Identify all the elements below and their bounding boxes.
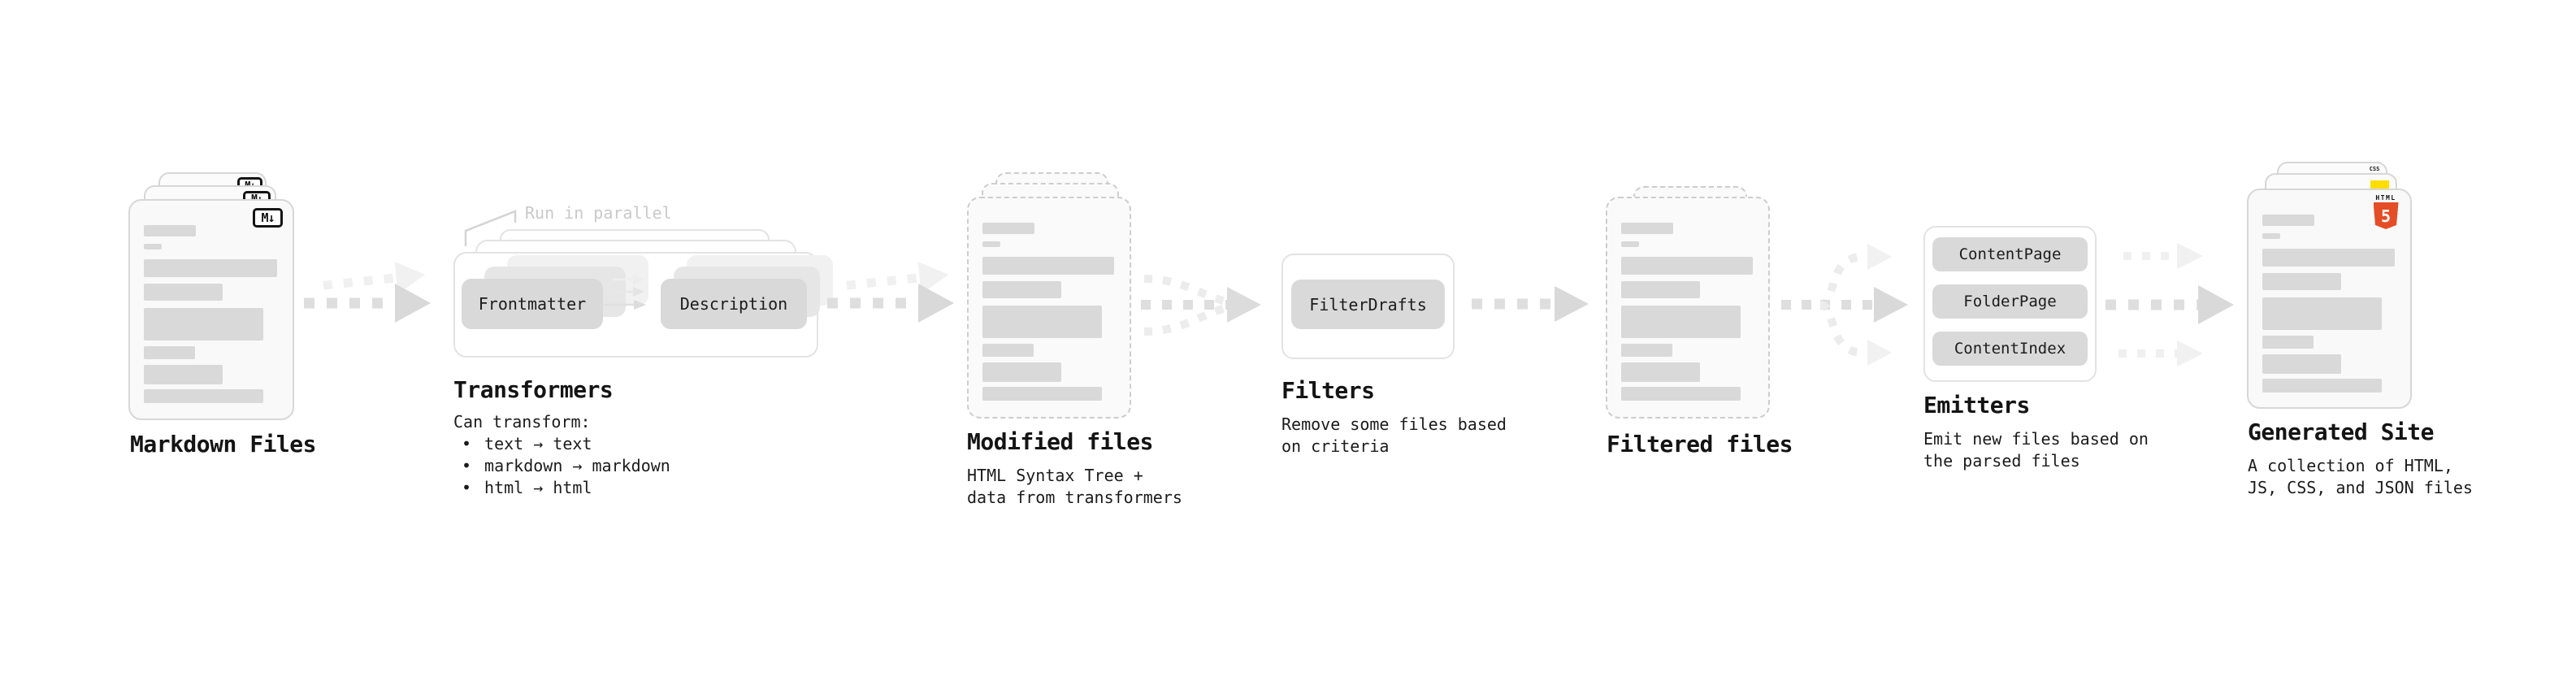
text-bar	[982, 306, 1102, 338]
text-bar	[2262, 379, 2382, 393]
flow-arrow-filtered-to-emitters	[1781, 244, 1908, 366]
stage-label-filters: Filters	[1281, 377, 1375, 404]
annotation-callout-line	[464, 210, 517, 246]
modified-doc-front	[967, 197, 1131, 419]
text-bar	[144, 284, 223, 301]
modified-files-description: HTML Syntax Tree + data from transformer…	[967, 466, 1182, 507]
text-bar	[2262, 297, 2382, 330]
html5-icon: HTML 5	[2370, 195, 2402, 229]
text-bar	[144, 389, 263, 403]
transformer-node-description: Description	[661, 279, 807, 329]
text-bar	[982, 362, 1061, 382]
emitter-node-contentpage: ContentPage	[1932, 237, 2088, 271]
markdown-icon: M↓	[253, 208, 283, 228]
text-bar	[982, 387, 1102, 401]
stage-label-generated-site: Generated Site	[2248, 419, 2435, 445]
flow-arrow-filters-to-filtered	[1472, 286, 1589, 322]
desc-heading: Can transform:	[453, 412, 591, 432]
text-bar	[2262, 233, 2280, 239]
emitter-node-contentindex: ContentIndex	[1932, 332, 2088, 366]
stage-label-emitters: Emitters	[1923, 392, 2030, 419]
filtered-doc-front	[1606, 197, 1770, 419]
emitters-description: Emit new files based on the parsed files	[1923, 429, 2149, 471]
bullet-item: •html → html	[462, 478, 592, 497]
text-bar	[2262, 354, 2341, 374]
text-bar	[2262, 273, 2341, 290]
markdown-doc-front: M↓	[128, 199, 294, 420]
javascript-icon	[2370, 180, 2389, 189]
text-bar	[144, 365, 223, 384]
flow-arrow-markdown-to-transformers	[304, 261, 431, 323]
filter-node-filterdrafts: FilterDrafts	[1291, 280, 1445, 329]
stage-label-transformers: Transformers	[453, 376, 614, 403]
text-bar	[1621, 344, 1672, 357]
site-doc-html: HTML 5	[2247, 189, 2412, 409]
flow-arrow-transformers-to-modified	[827, 261, 954, 323]
text-bar	[2262, 215, 2314, 226]
flow-arrow-modified-to-filters	[1141, 275, 1261, 336]
text-bar	[982, 344, 1034, 357]
filters-description: Remove some files based on criteria	[1281, 414, 1507, 456]
doc-skeleton-text	[2262, 215, 2397, 393]
text-bar	[144, 244, 162, 249]
doc-skeleton-text	[1621, 223, 1755, 401]
generated-site-description: A collection of HTML, JS, CSS, and JSON …	[2248, 456, 2473, 497]
run-in-parallel-annotation: Run in parallel	[525, 203, 672, 223]
stage-label-filtered-files: Filtered files	[1607, 431, 1793, 458]
text-bar	[982, 257, 1114, 275]
text-bar	[144, 259, 277, 277]
text-bar	[144, 308, 263, 340]
text-bar	[982, 281, 1061, 298]
text-bar	[1621, 306, 1741, 338]
text-bar	[1621, 223, 1673, 234]
bullet-icon: •	[462, 434, 472, 453]
doc-skeleton-text	[982, 223, 1117, 401]
doc-skeleton-text	[144, 225, 280, 403]
text-bar	[2262, 249, 2395, 267]
stage-label-markdown-files: Markdown Files	[130, 431, 317, 458]
transformer-node-frontmatter: Frontmatter	[462, 279, 603, 329]
bullet-item: •text → text	[462, 434, 592, 453]
text-bar	[982, 223, 1034, 234]
text-bar	[1621, 387, 1741, 401]
text-bar	[144, 225, 196, 236]
text-bar	[144, 346, 195, 359]
text-bar	[982, 241, 1000, 247]
stage-label-modified-files: Modified files	[967, 428, 1154, 455]
transformers-description: Can transform: •text → text •markdown → …	[453, 411, 670, 499]
text-bar	[1621, 362, 1700, 382]
text-bar	[2262, 336, 2314, 349]
flow-arrow-emitters-to-site	[2105, 243, 2234, 367]
parallel-step-arrows	[605, 275, 646, 310]
text-bar	[1621, 241, 1639, 247]
bullet-icon: •	[462, 456, 472, 475]
text-bar	[1621, 257, 1753, 275]
bullet-icon: •	[462, 478, 472, 497]
emitter-node-folderpage: FolderPage	[1932, 284, 2088, 319]
bullet-item: •markdown → markdown	[462, 456, 670, 475]
text-bar	[1621, 281, 1700, 298]
